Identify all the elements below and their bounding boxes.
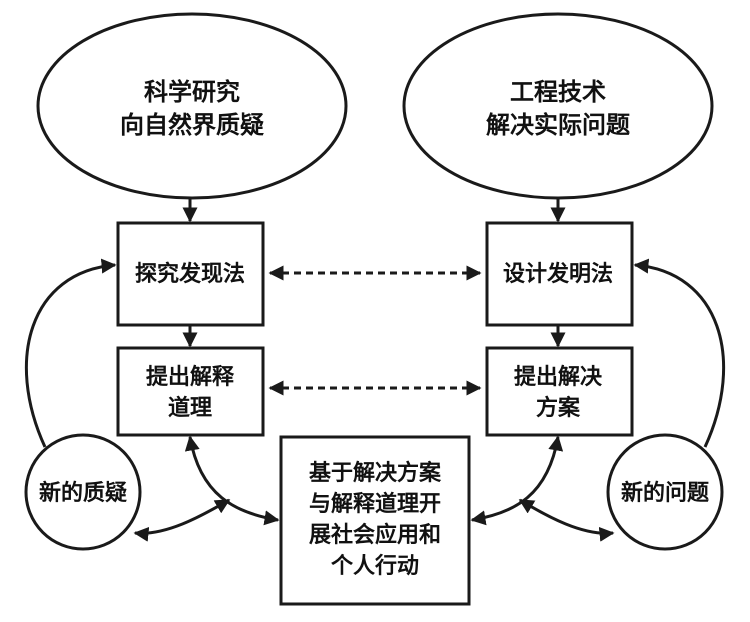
connectors: [24, 196, 726, 542]
solution-label-line2: 方案: [536, 395, 581, 421]
explanation-box: 提出解释 道理: [116, 346, 265, 437]
inquiry-method-box: 探究发现法: [116, 221, 265, 327]
application-label-line3: 展社会应用和: [309, 522, 441, 548]
science-label-line2: 向自然界质疑: [120, 111, 264, 139]
science-label-line1: 科学研究: [144, 78, 240, 106]
new-question-circle: 新的质疑: [24, 433, 142, 551]
application-label-line4: 个人行动: [331, 553, 419, 579]
design-method-label: 设计发明法: [503, 261, 613, 287]
arrow-new-question-to-application: [133, 498, 231, 542]
solution-label-line1: 提出解决: [514, 364, 603, 390]
new-problem-label: 新的问题: [621, 480, 710, 506]
application-label-line1: 基于解决方案: [309, 460, 442, 486]
arrow-new-problem-to-application: [518, 498, 615, 542]
solution-box: 提出解决 方案: [485, 346, 634, 437]
loop-new-problem-to-design: [633, 258, 726, 448]
arrow-explanation-to-application: [184, 435, 280, 526]
loop-new-question-to-inquiry: [24, 258, 117, 448]
new-problem-circle: 新的问题: [606, 433, 724, 551]
science-ellipse: 科学研究 向自然界质疑: [36, 12, 348, 200]
arrow-solution-to-application: [470, 435, 564, 526]
explanation-label-line1: 提出解释: [146, 364, 235, 390]
engineering-label-line2: 解决实际问题: [486, 111, 630, 139]
explanation-label-line2: 道理: [168, 395, 212, 421]
engineering-ellipse: 工程技术 解决实际问题: [402, 12, 714, 200]
application-label-line2: 与解释道理开: [309, 491, 441, 517]
engineering-label-line1: 工程技术: [510, 78, 606, 106]
inquiry-method-label: 探究发现法: [135, 261, 245, 287]
application-box: 基于解决方案 与解释道理开 展社会应用和 个人行动: [279, 435, 471, 606]
new-question-label: 新的质疑: [39, 480, 127, 506]
design-method-box: 设计发明法: [485, 221, 634, 327]
